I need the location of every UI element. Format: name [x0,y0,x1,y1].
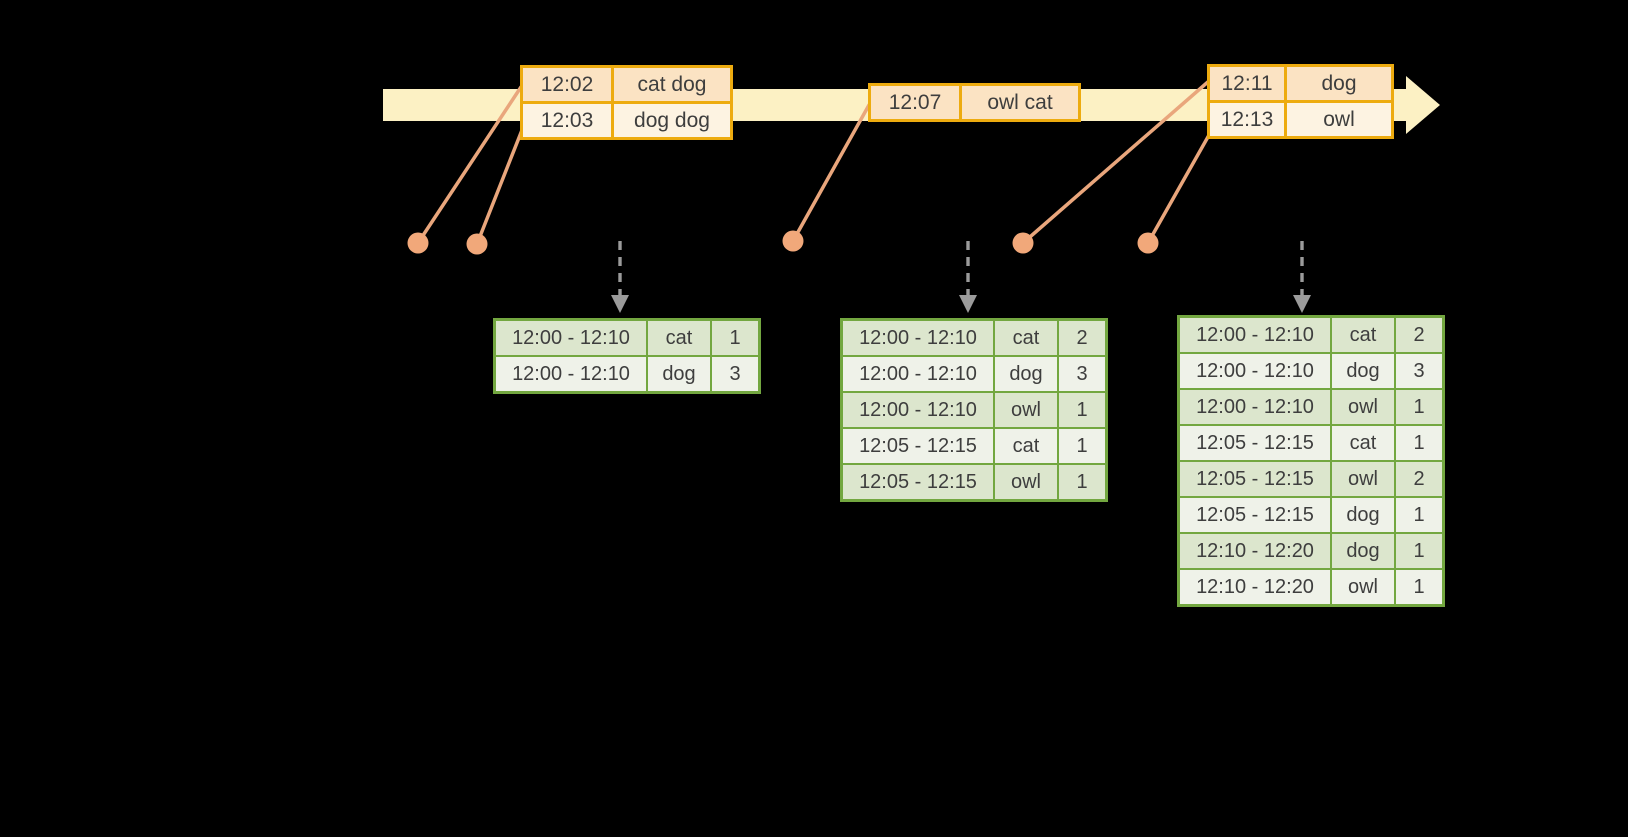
count-cell: 1 [1394,424,1445,462]
event-dot-icon [407,232,429,254]
connector-line [475,123,526,246]
connector-line [1146,126,1215,245]
window-cell: 12:05 - 12:15 [840,463,995,502]
word-cell: cat [993,318,1059,357]
count-cell: 1 [1057,463,1108,502]
count-cell: 1 [1057,427,1108,465]
event-time-cell: 12:13 [1207,100,1287,139]
count-cell: 1 [1394,388,1445,426]
window-cell: 12:00 - 12:10 [493,318,648,357]
count-cell: 3 [710,355,761,394]
connector-line [416,85,523,245]
count-cell: 1 [710,318,761,357]
count-cell: 1 [1394,568,1445,607]
word-cell: owl [1330,388,1396,426]
window-cell: 12:00 - 12:10 [840,391,995,429]
word-cell: cat [646,318,712,357]
event-time-cell: 12:07 [868,83,962,122]
event-time-cell: 12:03 [520,101,614,140]
event-words-cell: owl cat [959,83,1081,122]
count-cell: 3 [1394,352,1445,390]
window-cell: 12:00 - 12:10 [493,355,648,394]
event-words-cell: dog [1284,64,1394,103]
event-dot-icon [466,233,488,255]
window-cell: 12:05 - 12:15 [840,427,995,465]
event-dot-icon [1137,232,1159,254]
word-cell: owl [1330,460,1396,498]
count-cell: 2 [1394,460,1445,498]
word-cell: owl [993,391,1059,429]
count-cell: 1 [1394,532,1445,570]
event-time-cell: 12:11 [1207,64,1287,103]
count-cell: 1 [1057,391,1108,429]
count-cell: 2 [1057,318,1108,357]
word-cell: cat [1330,424,1396,462]
event-time-cell: 12:02 [520,65,614,104]
window-cell: 12:00 - 12:10 [1177,315,1332,354]
window-cell: 12:05 - 12:15 [1177,460,1332,498]
word-cell: dog [646,355,712,394]
window-cell: 12:10 - 12:20 [1177,568,1332,607]
word-cell: owl [1330,568,1396,607]
word-cell: cat [993,427,1059,465]
event-words-cell: dog dog [611,101,733,140]
connector-line [791,103,871,243]
word-cell: dog [993,355,1059,393]
event-words-cell: cat dog [611,65,733,104]
window-cell: 12:10 - 12:20 [1177,532,1332,570]
word-cell: dog [1330,532,1396,570]
word-cell: owl [993,463,1059,502]
count-cell: 2 [1394,315,1445,354]
word-cell: cat [1330,315,1396,354]
event-dot-icon [782,230,804,252]
count-cell: 1 [1394,496,1445,534]
connector-line [1021,79,1211,245]
trigger-arrowhead-icon [959,295,977,313]
window-cell: 12:05 - 12:15 [1177,424,1332,462]
window-cell: 12:00 - 12:10 [1177,352,1332,390]
event-words-cell: owl [1284,100,1394,139]
timeline-arrowhead-icon [1406,76,1440,134]
window-cell: 12:00 - 12:10 [840,318,995,357]
count-cell: 3 [1057,355,1108,393]
word-cell: dog [1330,496,1396,534]
window-cell: 12:00 - 12:10 [840,355,995,393]
window-cell: 12:00 - 12:10 [1177,388,1332,426]
word-cell: dog [1330,352,1396,390]
event-dot-icon [1012,232,1034,254]
trigger-arrowhead-icon [611,295,629,313]
trigger-arrowhead-icon [1293,295,1311,313]
window-cell: 12:05 - 12:15 [1177,496,1332,534]
